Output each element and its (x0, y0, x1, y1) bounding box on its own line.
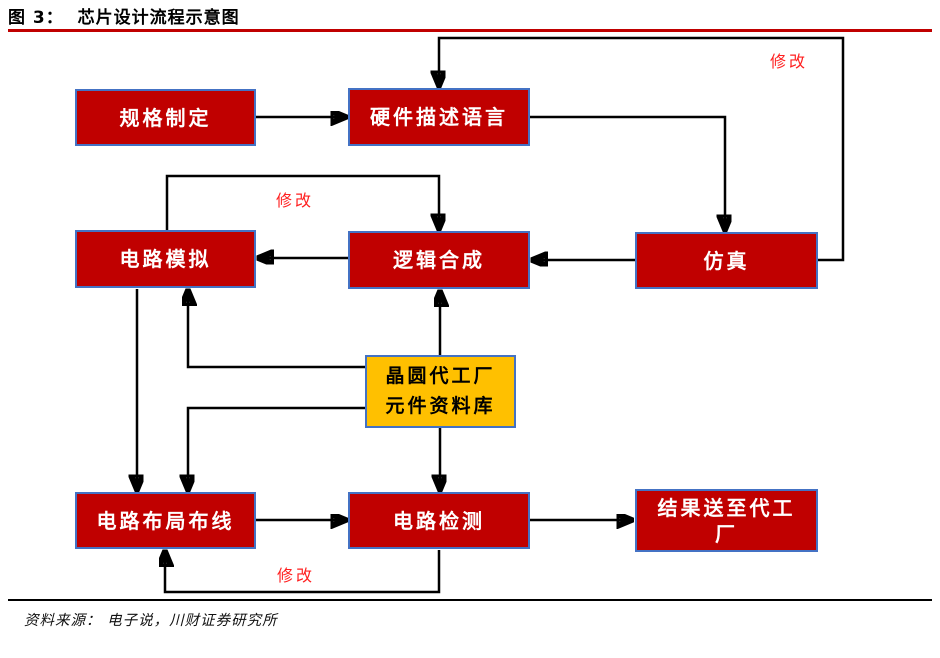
node-circuit-layout-routing: 电路布局布线 (75, 492, 256, 549)
modify-annotation-top: 修改 (770, 52, 809, 71)
node-specification-label: 规格制定 (119, 105, 212, 130)
node-logic-synthesis-label: 逻辑合成 (393, 248, 485, 272)
figure-title: 图 3： 芯片设计流程示意图 (8, 8, 240, 28)
node-foundry-component-library: 晶圆代工厂 元件资料库 (365, 355, 516, 428)
modify-annotation-bottom: 修改 (277, 566, 316, 585)
connector-testing-feedback-to-layout (165, 550, 441, 594)
node-logic-synthesis: 逻辑合成 (348, 231, 530, 289)
node-simulation-label: 仿真 (703, 248, 750, 273)
connector-library-to-layout (188, 406, 365, 488)
node-simulation: 仿真 (635, 232, 818, 289)
footer-divider (8, 599, 932, 601)
node-circuit-testing-label: 电路检测 (393, 508, 485, 533)
node-hardware-description-language: 硬件描述语言 (348, 88, 530, 146)
modify-annotation-middle: 修改 (276, 191, 315, 210)
connector-circuit-sim-feedback-to-logic (165, 174, 439, 230)
node-hardware-description-language-label: 硬件描述语言 (370, 105, 508, 129)
connector-simulation-feedback-to-hdl (439, 36, 845, 262)
node-circuit-simulation-label: 电路模拟 (119, 247, 212, 271)
node-foundry-component-library-line2: 元件资料库 (385, 394, 496, 417)
node-specification: 规格制定 (75, 89, 256, 146)
node-circuit-layout-routing-label: 电路布局布线 (96, 508, 235, 533)
node-foundry-component-library-line1: 晶圆代工厂 (385, 365, 496, 388)
node-circuit-simulation: 电路模拟 (75, 230, 256, 288)
source-note: 资料来源： 电子说，川财证券研究所 (24, 613, 278, 629)
node-result-to-foundry: 结果送至代工厂 (635, 489, 818, 552)
node-circuit-testing: 电路检测 (348, 492, 530, 549)
connector-library-to-circuit-sim (188, 292, 365, 369)
title-underline (8, 29, 932, 32)
connector-hdl-to-simulation (530, 115, 725, 228)
node-result-to-foundry-label: 结果送至代工厂 (657, 495, 796, 546)
